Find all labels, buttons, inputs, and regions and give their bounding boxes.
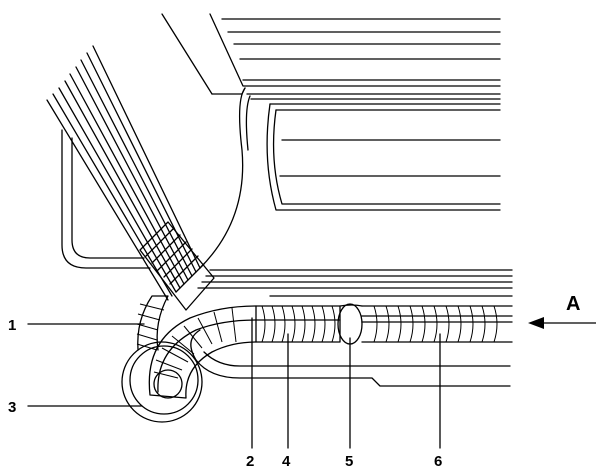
wrap-curve (148, 305, 257, 399)
callout-3: 3 (8, 399, 16, 416)
pipe-bundle (46, 45, 201, 301)
unit-housing (161, 13, 501, 100)
pipe-loop (121, 341, 203, 423)
callout-6: 6 (434, 453, 442, 466)
leader-lines (27, 317, 441, 449)
callout-1: 1 (8, 317, 16, 334)
unit-side (199, 87, 251, 269)
view-label-a: A (566, 293, 580, 315)
base-plates (197, 269, 513, 297)
wrap-right (361, 305, 513, 343)
callout-5: 5 (345, 453, 353, 466)
wrap-straight (255, 305, 341, 343)
front-panel (266, 103, 501, 211)
bracket (139, 221, 215, 311)
callout-4: 4 (282, 453, 291, 466)
wrap-vertical (136, 295, 169, 351)
support-rod (61, 129, 151, 269)
callout-2: 2 (246, 453, 254, 466)
view-arrow (528, 317, 596, 329)
